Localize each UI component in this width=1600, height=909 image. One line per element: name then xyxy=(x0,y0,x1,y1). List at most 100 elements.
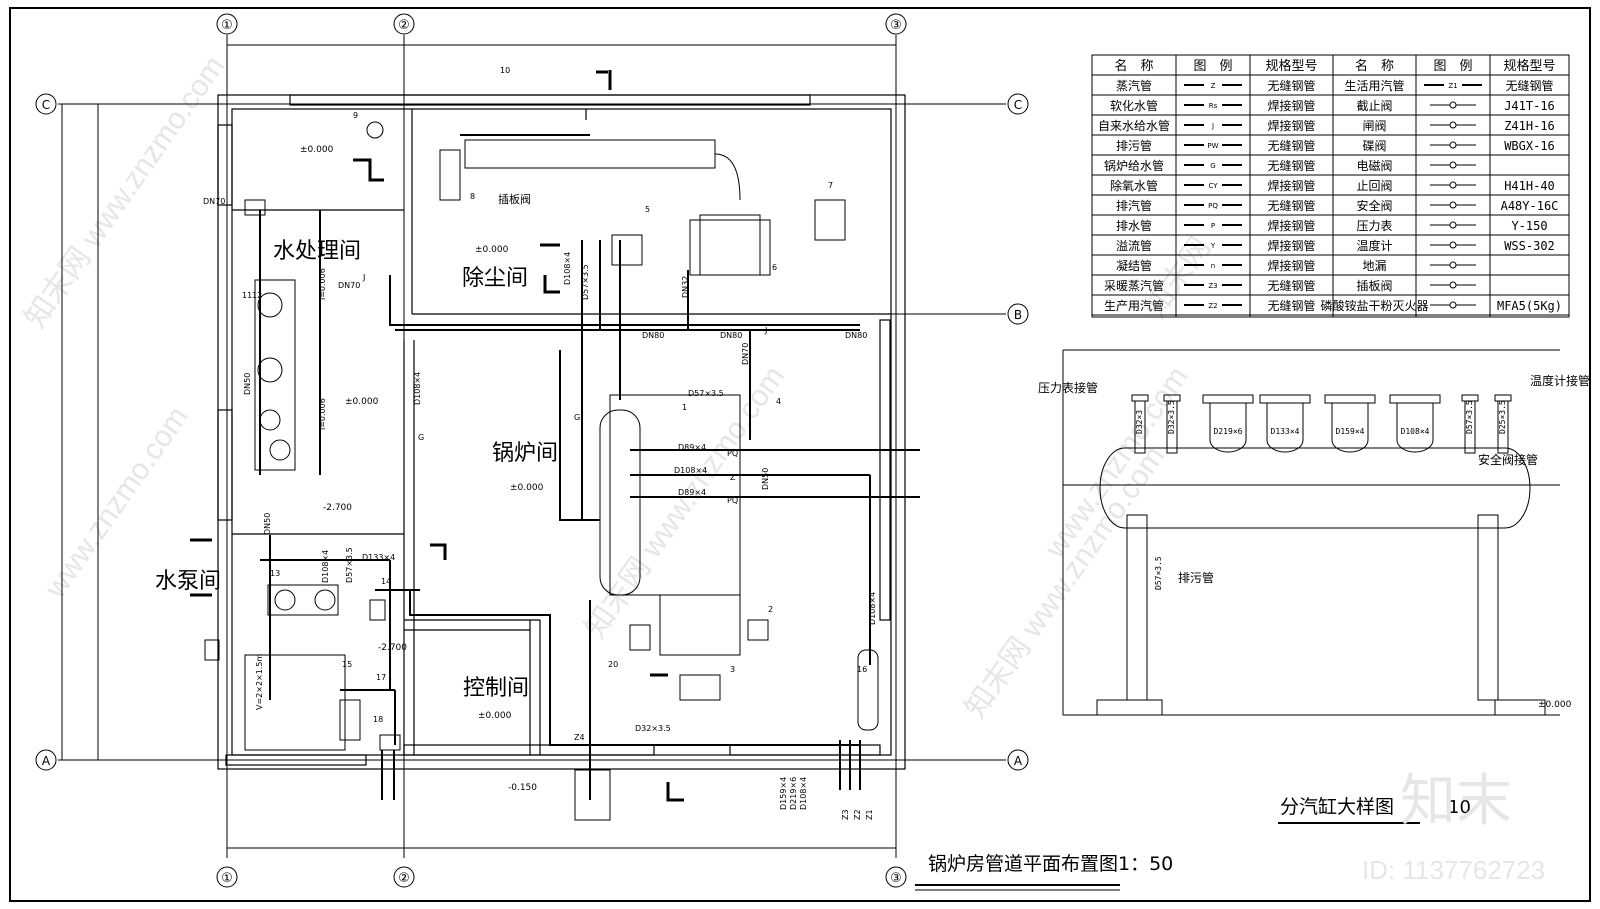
grid-label-row-b-right: B xyxy=(1014,308,1022,322)
nozzle-label: D133×4 xyxy=(1271,427,1300,436)
legend-spec: Z41H-16 xyxy=(1504,119,1555,133)
svg-text:i=0.006: i=0.006 xyxy=(318,268,327,300)
sheet-frame xyxy=(9,7,1591,902)
section-markers xyxy=(190,70,684,802)
grid-label-col-1-top: ① xyxy=(221,18,233,33)
nozzle-label: D57×3.5 xyxy=(1465,400,1474,434)
svg-text:V=2×2×1.5m: V=2×2×1.5m xyxy=(255,654,264,710)
svg-text:PQ: PQ xyxy=(727,496,738,505)
svg-text:3: 3 xyxy=(730,665,735,674)
grid-label-col-3-top: ③ xyxy=(890,18,902,33)
svg-text:D219×6: D219×6 xyxy=(789,777,798,810)
legend-name: 截止阀 xyxy=(1356,99,1392,113)
legend-spec: A48Y-16C xyxy=(1501,199,1559,213)
svg-text:16: 16 xyxy=(857,665,867,674)
legend-symbol: J xyxy=(1211,122,1214,130)
drawing-title: 锅炉房管道平面布置图1：50 xyxy=(928,853,1173,875)
legend-symbol: Y xyxy=(1210,242,1216,250)
level-mark: -2.700 xyxy=(378,643,407,653)
detail-label-safety: 安全阀接管 xyxy=(1478,452,1538,467)
grid-label-col-2-top: ② xyxy=(398,18,410,33)
equipment xyxy=(204,121,879,821)
legend-symbol: P xyxy=(1211,222,1215,230)
svg-text:D57×3.5: D57×3.5 xyxy=(688,389,724,398)
svg-text:1: 1 xyxy=(682,403,687,412)
room-water-treatment: 水处理间 xyxy=(273,239,361,264)
svg-text:DN80: DN80 xyxy=(845,331,867,340)
legend-symbol: n xyxy=(1211,262,1215,270)
nozzle-label: D25×3.5 xyxy=(1498,400,1507,434)
legend-header: 名 称 xyxy=(1355,58,1394,74)
dust-collector xyxy=(699,214,761,276)
legend-name: 自来水给水管 xyxy=(1098,118,1170,133)
svg-text:DN50: DN50 xyxy=(263,513,272,535)
legend-name: 生活用汽管 xyxy=(1344,78,1404,93)
detail-label-drain: 排污管 xyxy=(1178,570,1214,585)
grid-label-col-3-bottom: ③ xyxy=(890,871,902,886)
room-dust-removal: 除尘间 xyxy=(462,266,528,291)
svg-text:G: G xyxy=(574,413,580,422)
legend-spec: 无缝钢管 xyxy=(1267,298,1315,313)
legend-name: 闸阀 xyxy=(1362,119,1386,133)
legend-symbol: Z xyxy=(1211,82,1216,90)
legend-name: 蒸汽管 xyxy=(1116,78,1152,93)
legend-spec: 无缝钢管 xyxy=(1267,78,1315,93)
legend-spec: J41T-16 xyxy=(1504,99,1555,113)
svg-text:D159×4: D159×4 xyxy=(779,777,788,810)
svg-text:7: 7 xyxy=(828,181,833,190)
legend-name: 生产用汽管 xyxy=(1104,298,1164,313)
legend-name: 插板阀 xyxy=(1356,279,1392,293)
legend-symbol: CY xyxy=(1208,182,1218,190)
svg-text:DN70: DN70 xyxy=(338,281,360,290)
legend-symbol: Rs xyxy=(1209,102,1218,110)
svg-text:14: 14 xyxy=(381,577,391,586)
legend-header: 图 例 xyxy=(1193,59,1232,74)
svg-text:插板阀: 插板阀 xyxy=(498,192,531,206)
svg-text:D89×4: D89×4 xyxy=(678,443,706,452)
svg-text:17: 17 xyxy=(376,673,386,682)
legend-spec: WBGX-16 xyxy=(1504,139,1555,153)
detail-title: 分汽缸大样图 xyxy=(1280,796,1394,818)
legend-name: 锅炉给水管 xyxy=(1104,158,1164,173)
svg-text:D57×3.5: D57×3.5 xyxy=(581,264,590,300)
svg-text:D32×3.5: D32×3.5 xyxy=(635,724,671,733)
legend-spec: 焊接钢管 xyxy=(1267,258,1315,273)
svg-text:Z1: Z1 xyxy=(865,809,874,820)
svg-text:i=0.006: i=0.006 xyxy=(318,398,327,430)
svg-text:D108×4: D108×4 xyxy=(413,372,422,405)
legend-symbol: PQ xyxy=(1208,202,1218,210)
level-mark: ±0.000 xyxy=(475,245,509,255)
svg-text:DN50: DN50 xyxy=(761,468,770,490)
svg-text:DN70: DN70 xyxy=(741,343,750,365)
legend-spec: 焊接钢管 xyxy=(1267,118,1315,133)
legend-name: 磷酸铵盐干粉灭火器 xyxy=(1320,298,1428,313)
svg-text:8: 8 xyxy=(470,192,475,201)
pipe-network xyxy=(259,134,920,800)
grid-labels: ① ② ③ ① ② ③ C C B A A xyxy=(42,18,1023,886)
water-tank xyxy=(244,654,346,751)
grid-label-row-a-right: A xyxy=(1014,754,1023,768)
svg-text:4: 4 xyxy=(776,397,781,406)
svg-text:DN32: DN32 xyxy=(681,276,690,298)
detail-label-pressure: 压力表接管 xyxy=(1038,380,1098,395)
legend-symbol: Z2 xyxy=(1208,302,1217,310)
plan-labels: DN70 DN70 J J DN50 DN50 DN80 DN80 DN80 D… xyxy=(203,192,877,820)
svg-text:D108×4: D108×4 xyxy=(799,777,808,810)
detail-labels: 压力表接管 温度计接管 安全阀接管 排污管 D57×3.5 ±0.000 xyxy=(1038,373,1590,710)
id-watermark: ID: 1137762723 xyxy=(1362,855,1545,885)
svg-text:2: 2 xyxy=(768,605,773,614)
svg-text:DN70: DN70 xyxy=(203,197,225,206)
grid-label-row-c-right: C xyxy=(1014,98,1022,112)
legend-header: 图 例 xyxy=(1433,59,1472,74)
detail-scale: 10 xyxy=(1448,797,1471,818)
level-mark: ±0.000 xyxy=(300,145,334,155)
legend-header: 规格型号 xyxy=(1265,58,1317,74)
grid-axes xyxy=(35,13,1029,888)
legend-spec: H41H-40 xyxy=(1504,179,1555,193)
svg-text:13: 13 xyxy=(270,569,280,578)
legend-name: 排水管 xyxy=(1116,218,1152,233)
legend-name: 地漏 xyxy=(1362,259,1386,273)
legend-name: 凝结管 xyxy=(1116,258,1152,273)
svg-text:Z2: Z2 xyxy=(853,809,862,820)
legend-spec: 焊接钢管 xyxy=(1267,238,1315,253)
